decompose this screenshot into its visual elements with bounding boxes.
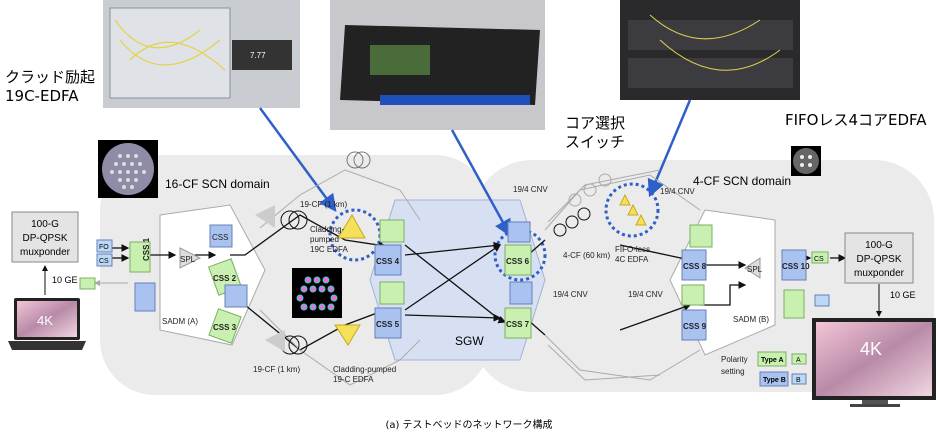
fo-block xyxy=(96,239,113,253)
return-fiber-links xyxy=(94,169,701,386)
pointer-arrow-switch xyxy=(450,129,512,238)
highlight-circle-switch xyxy=(493,228,547,282)
cnv-label-1: 19/4 CNV xyxy=(513,185,548,194)
switch-photo-caption-2: スイッチ xyxy=(565,133,625,151)
ge-label-right: 10 GE xyxy=(890,290,916,300)
cs-block xyxy=(96,253,113,267)
css-10-label: CSS 10 xyxy=(782,262,810,271)
muxponder-left-line1: 100-G xyxy=(31,219,59,230)
type-b-block xyxy=(759,371,789,387)
cs-right-block xyxy=(811,251,829,264)
polarity-label: Polarity xyxy=(721,355,748,364)
edfa-bottom-label-2: 19-C EDFA xyxy=(333,375,374,384)
muxponder-left-line2: DP-QPSK xyxy=(22,233,67,244)
css-1-label: CSS 1 xyxy=(142,237,151,261)
domain-16cf-title: 16-CF SCN domain xyxy=(165,177,270,191)
fifo-less-label: FIFO-less xyxy=(615,245,650,254)
fifo-photo-caption: FIFOレス4コアEDFA xyxy=(785,111,927,129)
cs-right-label: CS xyxy=(814,256,824,263)
sadm-b-label: SADM (B) xyxy=(733,315,769,324)
figure-caption: (a) テストベッドのネットワーク構成 xyxy=(385,418,552,431)
edfa-top-label: Cladding- xyxy=(310,225,345,234)
css-2-label: CSS 2 xyxy=(213,274,237,283)
svg-text:7.77: 7.77 xyxy=(250,51,266,60)
css-3-label: CSS 3 xyxy=(213,323,237,332)
b-block xyxy=(791,373,807,385)
css-8-label: CSS 8 xyxy=(683,262,707,271)
css-blocks: CSS 1 CSS 2 CSS 3 CSS CSS 4 CSS 5 CSS 6 … xyxy=(129,219,810,344)
css-5-label: CSS 5 xyxy=(376,320,400,329)
css-7-label: CSS 7 xyxy=(506,320,530,329)
fiber-coil-icons xyxy=(280,151,612,355)
core-switch-photo xyxy=(330,0,545,130)
muxponder-left: 100-G DP-QPSK muxponder xyxy=(11,211,79,263)
cnv-label-3: 19/4 CNV xyxy=(553,290,588,299)
spl-b-label: SPL xyxy=(747,265,763,274)
cs-label: CS xyxy=(99,258,109,265)
fiber-19core-icon xyxy=(98,140,158,198)
fo-label: FO xyxy=(99,244,109,251)
fiber-bottom-label: 19-CF (1 km) xyxy=(253,365,300,374)
fifo-edfa-photo xyxy=(620,0,800,100)
css-4-label: CSS 4 xyxy=(376,257,400,266)
fiber-19core-mode-icon xyxy=(292,268,342,318)
amplifier-icon xyxy=(255,205,275,228)
b-label: B xyxy=(796,377,801,384)
edfa-bottom-label: Cladding-pumped xyxy=(333,365,396,374)
laptop-icon: 4K xyxy=(8,298,86,350)
cnv-label-2: 19/4 CNV xyxy=(660,187,695,196)
edfa-bottom-icon xyxy=(334,324,361,346)
ge-label-left: 10 GE xyxy=(52,275,78,285)
switch-photo-caption: コア選択 xyxy=(565,114,625,132)
fiber-4core-icon xyxy=(791,146,821,176)
polarity-label-2: setting xyxy=(721,367,745,376)
type-a-label: Type A xyxy=(761,357,784,364)
sadm-a-label: SADM (A) xyxy=(162,317,198,326)
amplifier-icon xyxy=(265,330,285,352)
css-6-label: CSS 6 xyxy=(506,257,530,266)
domain-4cf-title: 4-CF SCN domain xyxy=(693,174,791,188)
type-b-label: Type B xyxy=(763,377,786,384)
edfa-top-label-2: pumped xyxy=(310,235,339,244)
highlight-circle-fifo xyxy=(604,182,660,238)
sgw-label: SGW xyxy=(455,334,484,348)
a-label: A xyxy=(796,357,801,364)
edfa-photo-caption: クラッド励起 xyxy=(5,68,95,86)
fiber-4cf-label: 4-CF (60 km) xyxy=(563,251,610,260)
laptop-4k-label: 4K xyxy=(37,313,53,328)
edfa-photo: 7.77 xyxy=(103,0,300,108)
type-a-block xyxy=(757,351,787,367)
fiber-top-label: 19-CF (1 km) xyxy=(300,200,347,209)
muxponder-right-line2: DP-QPSK xyxy=(856,254,901,265)
fifo-less-label-2: 4C EDFA xyxy=(615,255,649,264)
css-label: CSS xyxy=(212,233,228,242)
cnv-label-4: 19/4 CNV xyxy=(628,290,663,299)
edfa-top-label-3: 19C EDFA xyxy=(310,245,348,254)
monitor-icon: 4K xyxy=(812,318,936,407)
a-block xyxy=(791,353,807,365)
edfa-photo-caption-2: 19C-EDFA xyxy=(5,87,79,105)
muxponder-right: 100-G DP-QPSK muxponder xyxy=(844,232,914,284)
muxponder-left-line3: muxponder xyxy=(20,247,71,258)
cs-out-block xyxy=(79,277,96,290)
edfa-top-icon xyxy=(337,214,366,239)
fifo-edfa-icons xyxy=(619,193,647,226)
css-9-label: CSS 9 xyxy=(683,322,707,331)
spl-a-label: SPL xyxy=(180,255,196,264)
muxponder-right-line3: muxponder xyxy=(854,268,905,279)
muxponder-right-line1: 100-G xyxy=(865,240,893,251)
pointer-arrow-edfa xyxy=(258,107,337,213)
monitor-4k-label: 4K xyxy=(860,339,882,359)
cs-in-block xyxy=(814,294,830,307)
